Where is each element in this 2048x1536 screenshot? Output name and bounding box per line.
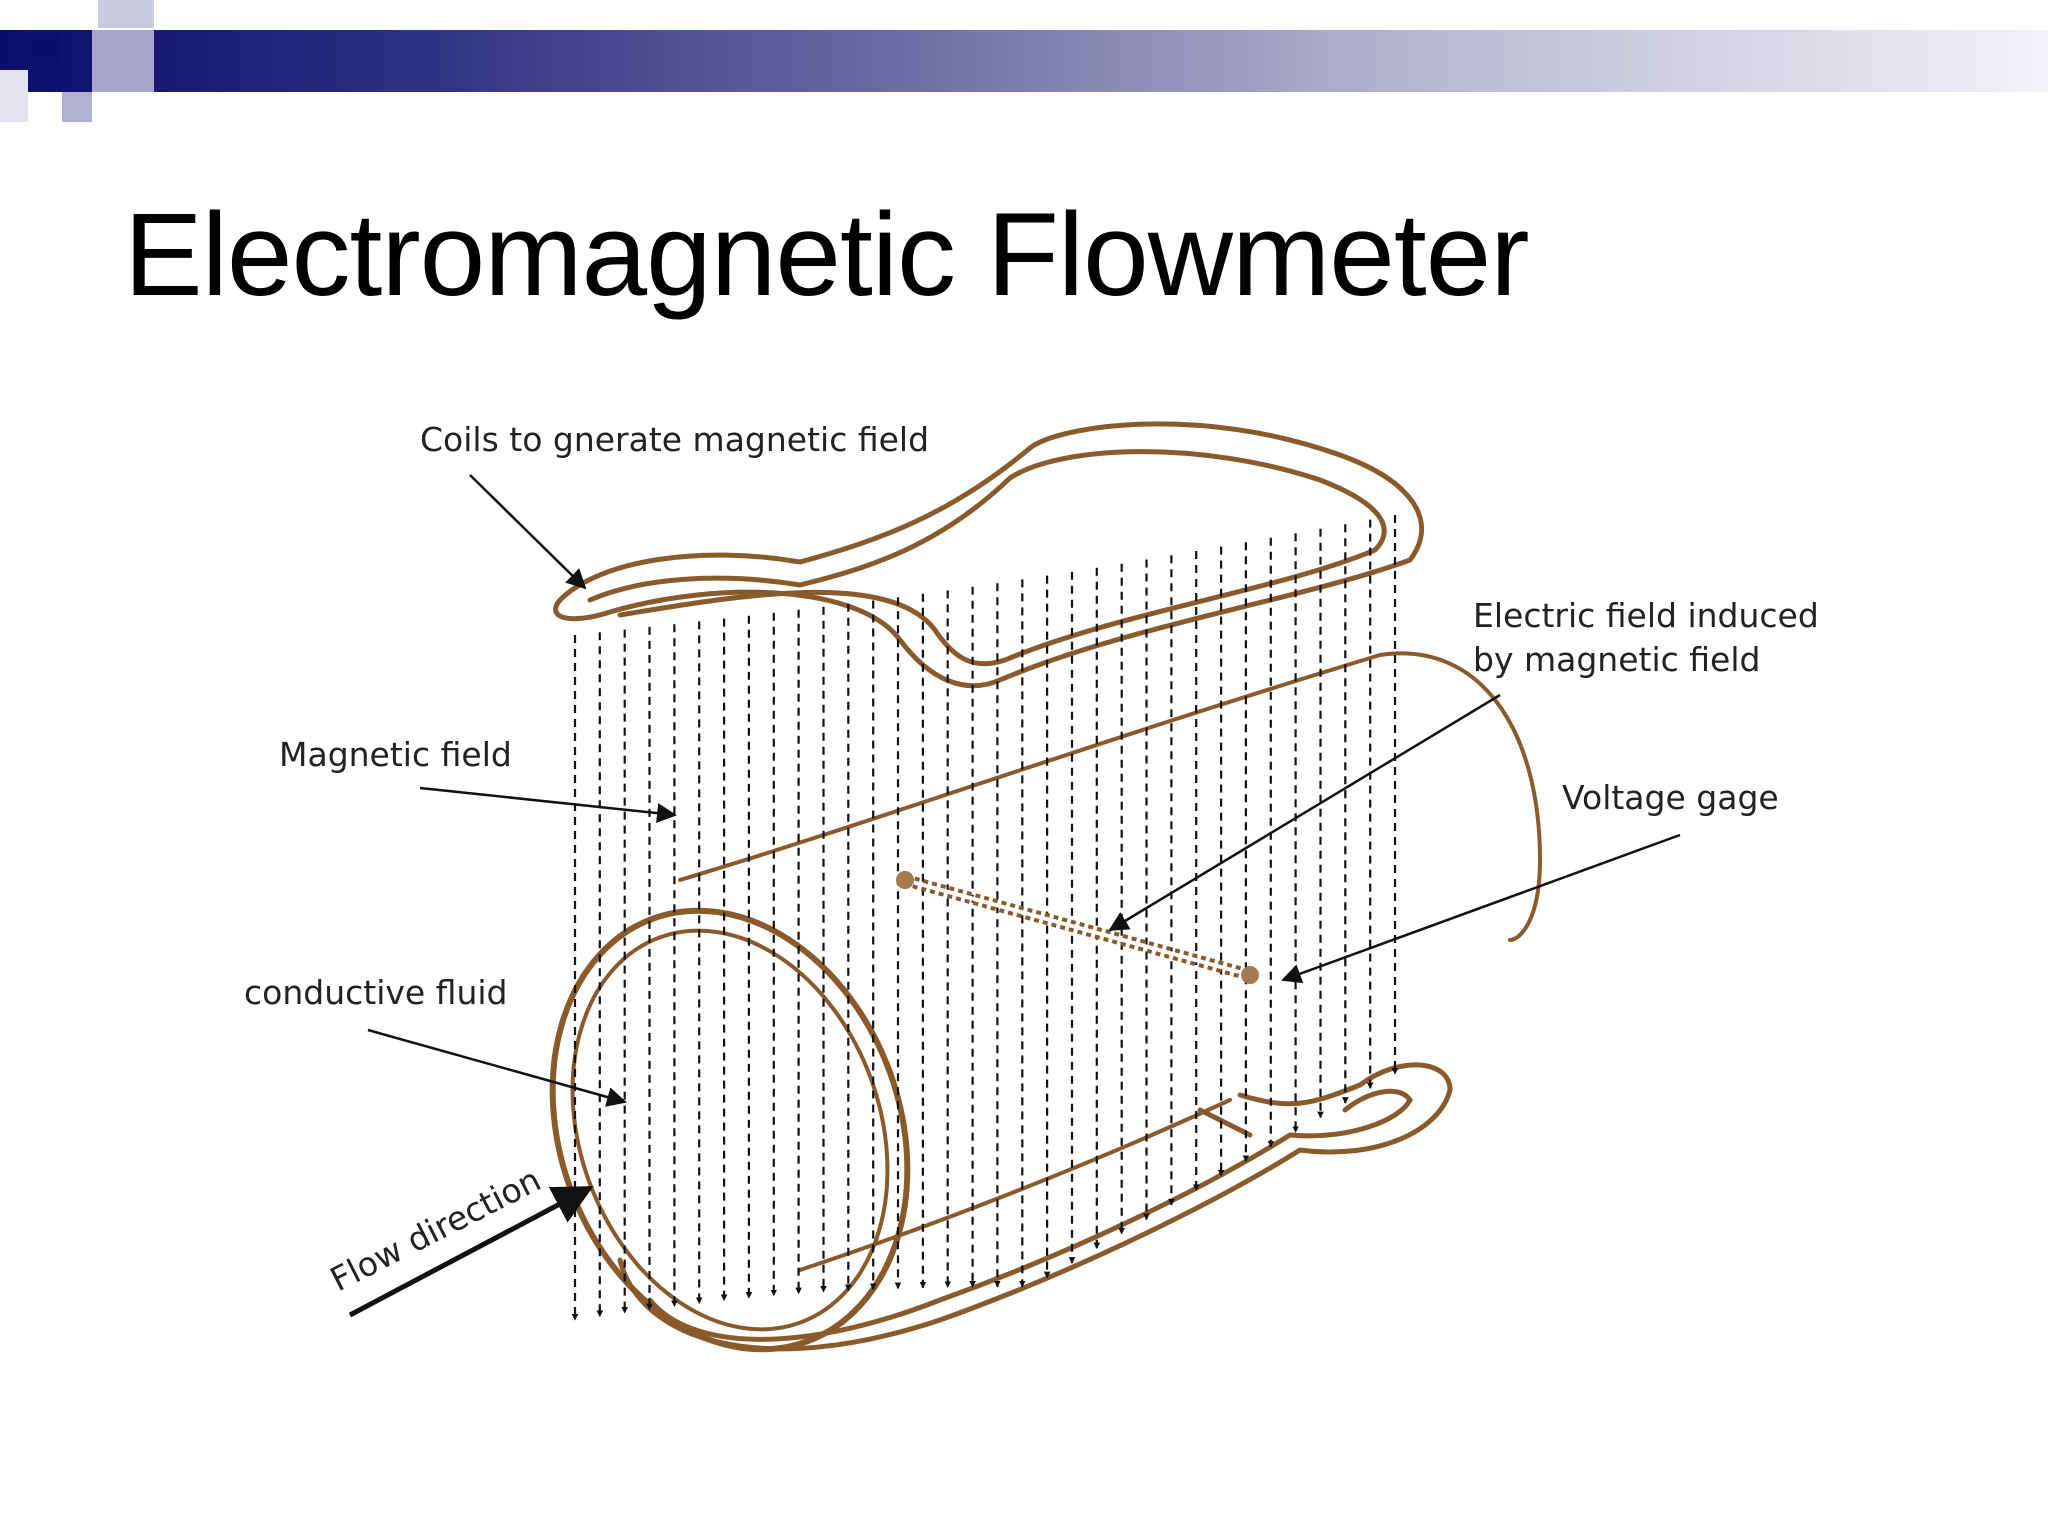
deco-square-dark [30, 33, 60, 63]
slide-title: Electromagnetic Flowmeter [124, 189, 1530, 321]
deco-square-mid [92, 30, 154, 92]
magnetic-field-lines [571, 515, 1399, 1321]
deco-square-pale [0, 70, 28, 122]
electric-field-label-line1: Electric field induced [1473, 596, 1819, 635]
pipe [678, 651, 1543, 1272]
pipe-opening [549, 907, 911, 1353]
annotation-arrows [348, 474, 1681, 1318]
voltage-gage-arrow [1281, 833, 1681, 984]
electrode-bar [896, 871, 1259, 984]
top-coil [553, 421, 1424, 689]
electrode-right [1241, 966, 1259, 984]
flow-direction-arrow [348, 1185, 594, 1318]
deco-square-small [62, 92, 92, 122]
electric-field-label-line2: by magnetic field [1473, 640, 1760, 679]
conductive-fluid-label: conductive fluid [244, 973, 508, 1012]
coils-label: Coils to gnerate magnetic field [420, 420, 929, 459]
deco-square-light [98, 0, 154, 28]
conductive-fluid-arrow [367, 1028, 627, 1107]
magnetic-field-label: Magnetic field [279, 735, 512, 774]
bottom-coil [617, 1062, 1453, 1352]
electrode-left [896, 871, 914, 889]
magnetic-field-arrow [419, 786, 677, 824]
coils-arrow [469, 474, 587, 590]
header-banner [0, 30, 2048, 92]
voltage-gage-label: Voltage gage [1562, 778, 1779, 817]
electric-field-arrow [1108, 693, 1501, 932]
